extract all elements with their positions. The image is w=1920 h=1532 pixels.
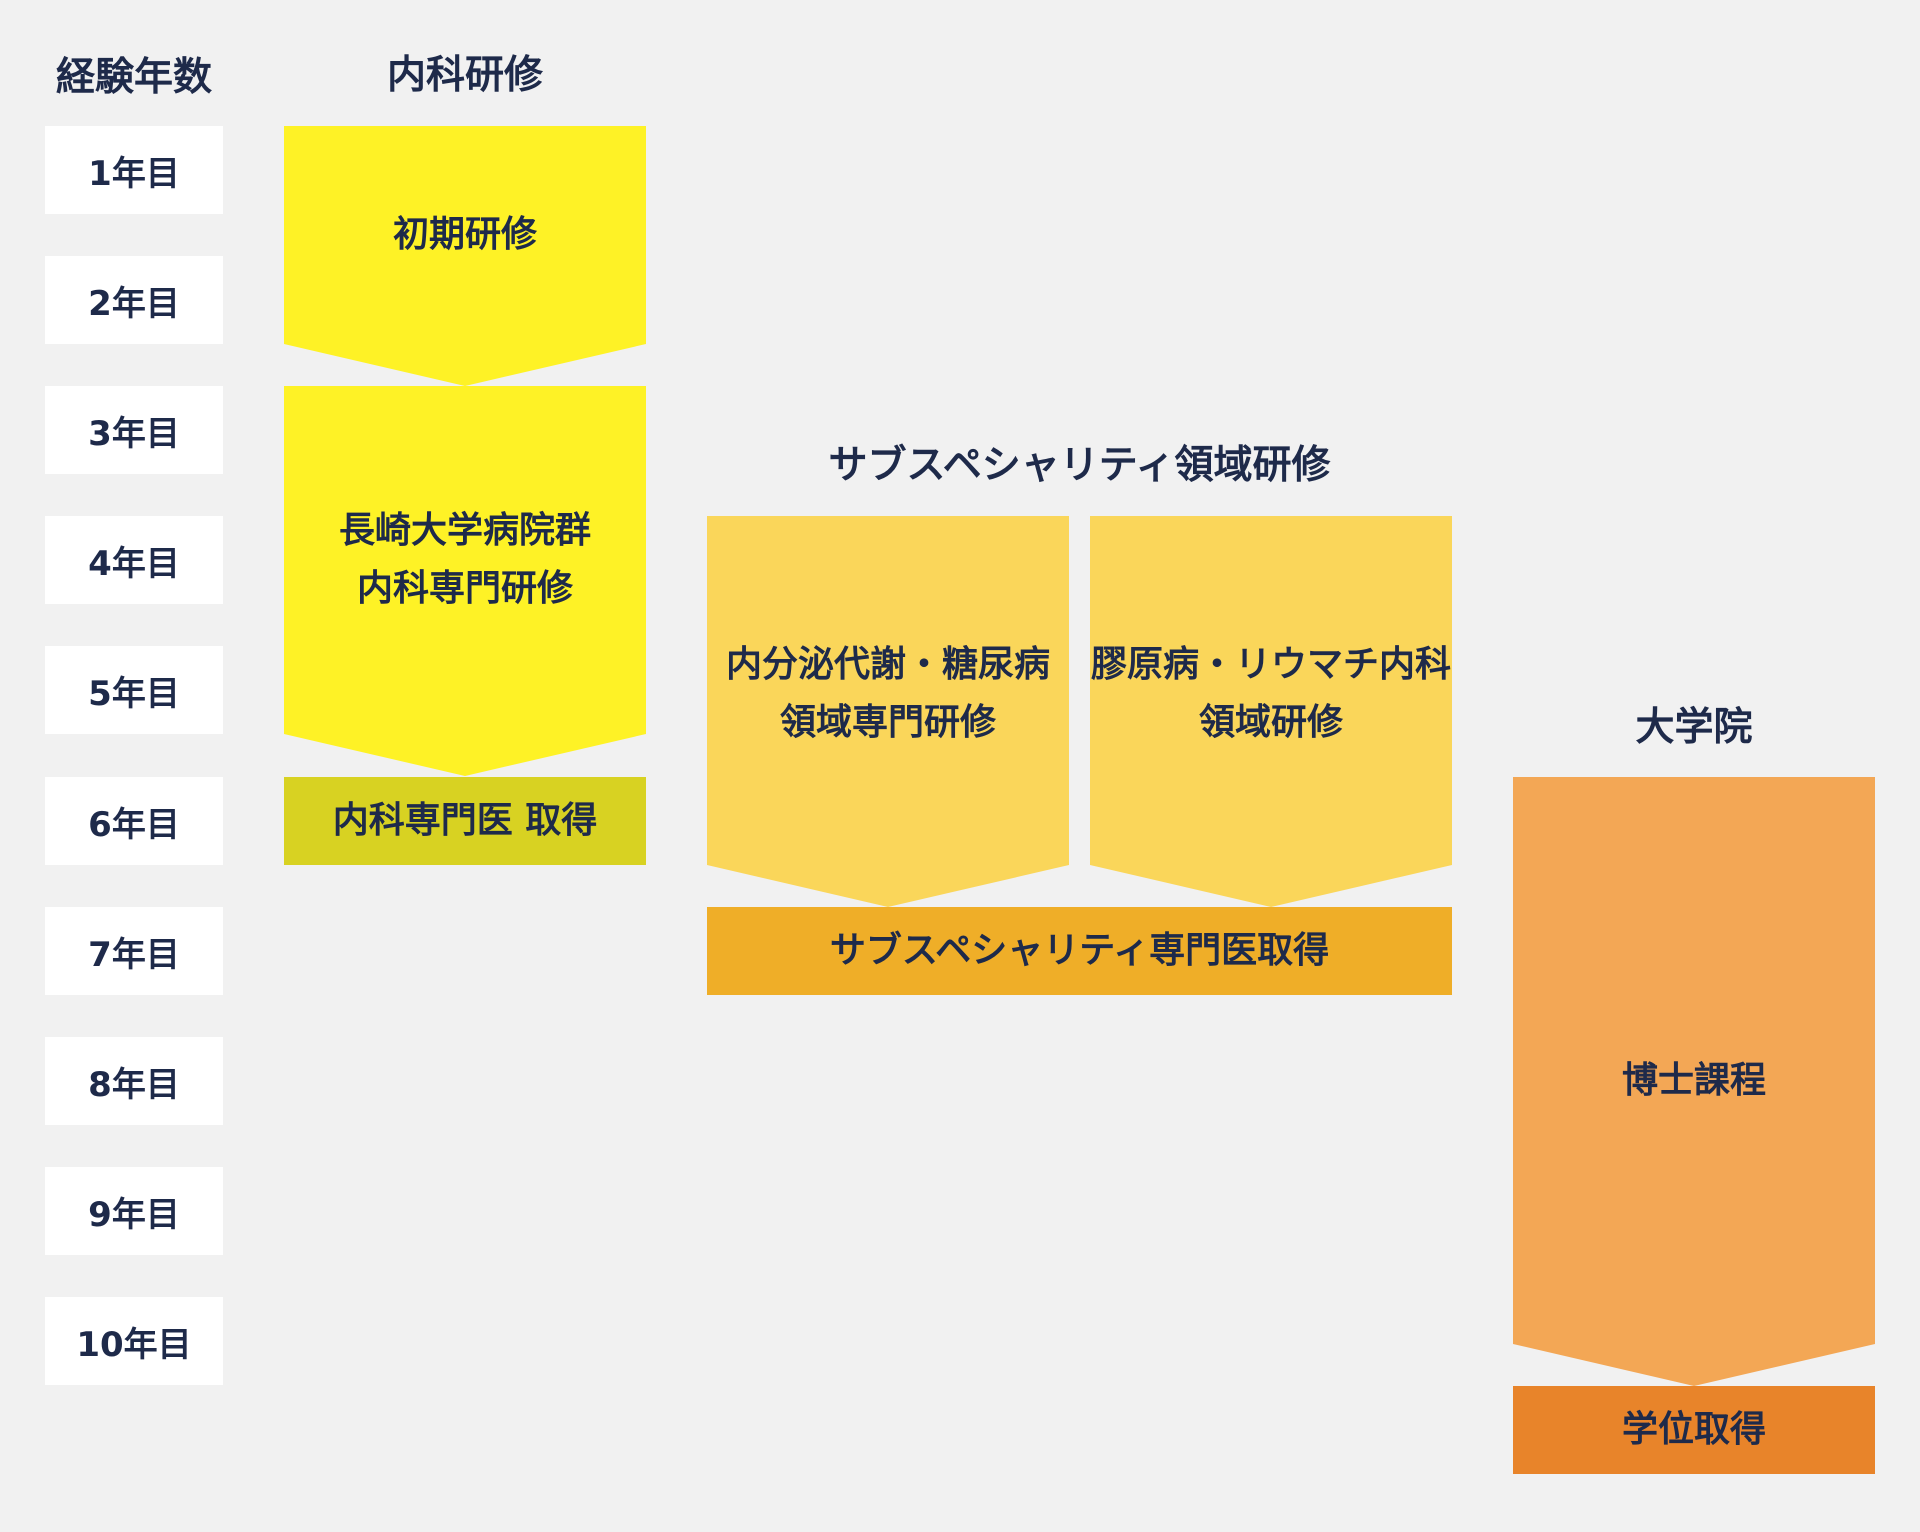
year-2: 2年目 xyxy=(45,256,223,344)
endocrine-line2: 領域専門研修 xyxy=(779,702,996,743)
internal-program-label: 長崎大学病院群 内科専門研修 xyxy=(284,386,646,734)
phd-text: 博士課程 xyxy=(1621,1060,1766,1102)
year-10: 10年目 xyxy=(45,1297,223,1385)
rheumatology-training-block xyxy=(1090,516,1452,907)
subspecialty-cert-text: サブスペシャリティ専門医取得 xyxy=(829,930,1330,972)
endocrine-label: 内分泌代謝・糖尿病 領域専門研修 xyxy=(707,599,1069,789)
graduate-school-header: 大学院 xyxy=(1635,704,1753,750)
year-9: 9年目 xyxy=(45,1167,223,1255)
internal-cert-label: 内科専門医 取得 xyxy=(284,777,646,865)
internal-program-line1: 長崎大学病院群 xyxy=(338,510,591,552)
phd-block xyxy=(1513,777,1875,1386)
year-7: 7年目 xyxy=(45,907,223,995)
year-5: 5年目 xyxy=(45,646,223,734)
internal-medicine-header: 内科研修 xyxy=(386,52,543,98)
initial-training-block xyxy=(284,126,646,386)
degree-text: 学位取得 xyxy=(1621,1409,1766,1451)
internal-cert-text: 内科専門医 取得 xyxy=(332,800,598,842)
rheumatology-line1: 膠原病・リウマチ内科 xyxy=(1090,644,1451,686)
year-3: 3年目 xyxy=(45,386,223,474)
initial-training-text: 初期研修 xyxy=(392,214,537,256)
endocrine-line1: 内分泌代謝・糖尿病 xyxy=(725,644,1050,686)
degree-label: 学位取得 xyxy=(1513,1386,1875,1474)
subspecialty-cert-block xyxy=(707,907,1452,995)
years-header: 経験年数 xyxy=(55,54,212,100)
year-6: 6年目 xyxy=(45,777,223,865)
year-8: 8年目 xyxy=(45,1037,223,1125)
year-4: 4年目 xyxy=(45,516,223,604)
degree-block xyxy=(1513,1386,1875,1474)
internal-program-line2: 内科専門研修 xyxy=(356,568,573,609)
subspecialty-header: サブスペシャリティ領域研修 xyxy=(828,442,1331,488)
internal-cert-block xyxy=(284,777,646,865)
initial-training-label: 初期研修 xyxy=(284,126,646,344)
rheumatology-label: 膠原病・リウマチ内科 領域研修 xyxy=(1090,599,1452,789)
endocrine-training-block xyxy=(707,516,1069,907)
internal-medicine-program-block xyxy=(284,386,646,776)
phd-label: 博士課程 xyxy=(1513,1037,1875,1125)
year-1: 1年目 xyxy=(45,126,223,214)
rheumatology-line2: 領域研修 xyxy=(1198,702,1343,743)
subspecialty-cert-label: サブスペシャリティ専門医取得 xyxy=(707,907,1452,995)
